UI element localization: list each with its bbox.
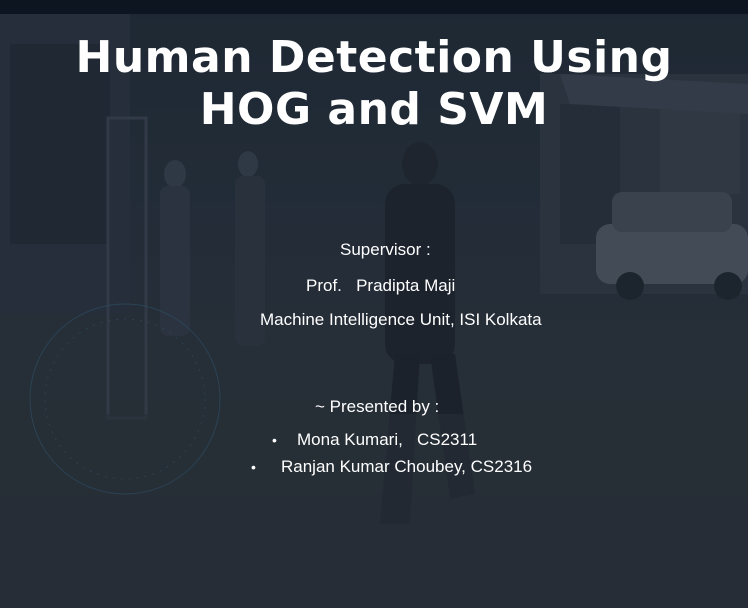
presenter-item: Mona Kumari, CS2311 — [297, 430, 478, 449]
supervisor-name: Prof. Pradipta Maji — [306, 276, 456, 295]
bullet-icon: • — [272, 432, 277, 448]
presented-by-label: ~ Presented by : — [315, 397, 440, 416]
background-photo — [0, 14, 748, 608]
title-line-2: HOG and SVM — [199, 84, 549, 135]
top-strip — [0, 0, 748, 14]
presenter-item: Ranjan Kumar Choubey, CS2316 — [281, 457, 533, 476]
title-line-1: Human Detection Using — [75, 32, 673, 83]
slide-title: Human Detection Using HOG and SVM — [40, 32, 708, 136]
supervisor-unit: Machine Intelligence Unit, ISI Kolkata — [260, 310, 542, 329]
supervisor-label: Supervisor : — [340, 240, 431, 259]
bullet-icon: • — [251, 459, 256, 475]
